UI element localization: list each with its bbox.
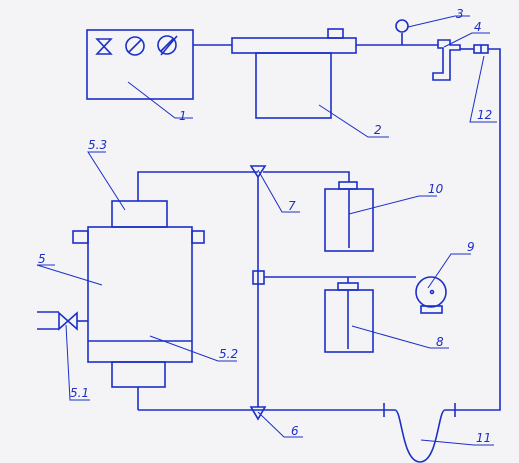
- label-1: 1: [179, 109, 187, 123]
- fitting-4: [432, 39, 461, 81]
- control-panel-1: [86, 29, 194, 100]
- gauge-dial-icon: [157, 35, 178, 56]
- container-8: [324, 282, 374, 353]
- leader-lines: [36, 15, 497, 446]
- label-8: 8: [436, 335, 444, 349]
- coupling-12: [473, 44, 489, 54]
- label-9: 9: [467, 240, 475, 254]
- label-12: 12: [477, 108, 492, 122]
- pump-9: [415, 276, 447, 314]
- pressure-gauge-3: [395, 19, 409, 45]
- check-valve-6: [249, 406, 267, 421]
- label-6: 6: [291, 424, 299, 438]
- label-5-2: 5.2: [219, 347, 238, 361]
- label-5-3: 5.3: [88, 138, 107, 152]
- label-4: 4: [474, 20, 482, 34]
- label-11: 11: [476, 431, 491, 445]
- unit-2: [231, 28, 357, 119]
- label-7: 7: [288, 199, 296, 213]
- pipe: [137, 171, 258, 201]
- inlet-valve-5-1: [37, 311, 88, 331]
- label-10: 10: [428, 182, 444, 196]
- label-2: 2: [374, 123, 382, 137]
- pipe: [263, 171, 350, 182]
- label-5-1: 5.1: [70, 386, 89, 400]
- flexible-hose-11: [384, 409, 455, 463]
- container-10: [324, 181, 374, 252]
- label-3: 3: [456, 7, 464, 21]
- check-valve-7: [249, 165, 267, 179]
- tank-top-cover-5-3: [111, 200, 168, 228]
- pipe: [455, 48, 501, 411]
- label-5: 5: [38, 252, 46, 266]
- tank-5: [72, 200, 205, 388]
- valve-symbol-icon: [95, 38, 113, 55]
- gauge-dial-icon: [125, 36, 145, 56]
